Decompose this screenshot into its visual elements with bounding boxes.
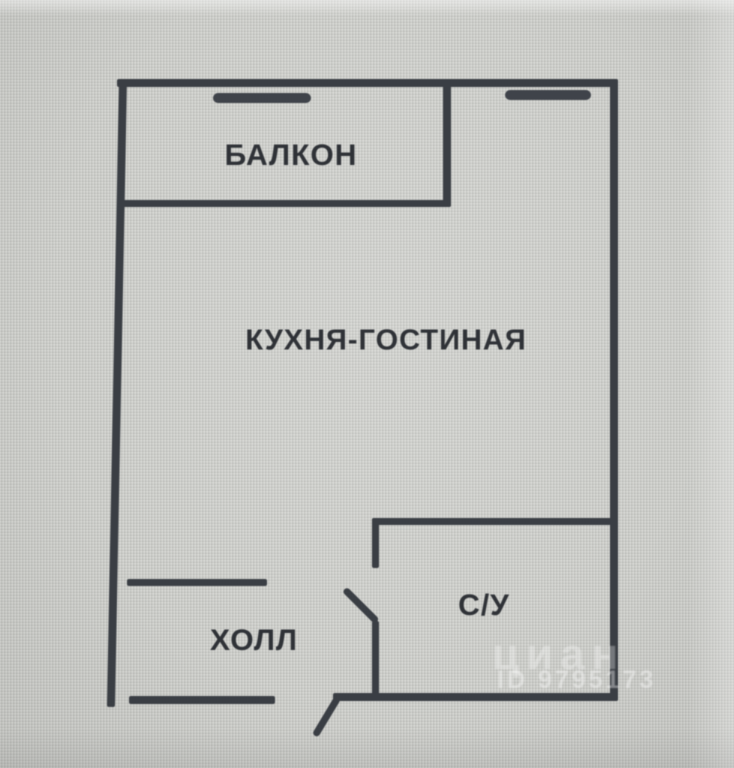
wall-bottom-right-segment <box>333 693 618 701</box>
window-balcony-icon <box>213 93 311 103</box>
wall-outer-left <box>106 79 127 708</box>
wall-outer-right <box>610 79 618 701</box>
wall-hall-top <box>127 579 267 586</box>
wall-outer-top <box>117 79 618 87</box>
wall-bottom-left-segment <box>129 696 275 704</box>
door-leaf-bathroom <box>342 586 380 625</box>
watermark-logo: циан <box>492 630 626 679</box>
room-label-bathroom: С/У <box>458 589 510 622</box>
watermark-listing-id: ID 9795173 <box>497 666 657 694</box>
wall-balcony-bottom <box>120 200 451 207</box>
wall-bathroom-left-upper <box>372 518 379 568</box>
wall-bathroom-left-lower <box>372 621 379 700</box>
room-label-kitchen-living: КУХНЯ-ГОСТИНАЯ <box>245 324 527 357</box>
wall-balcony-right <box>443 79 451 207</box>
wall-bathroom-top <box>372 518 618 525</box>
room-label-hall: ХОЛЛ <box>210 624 298 657</box>
window-living-room-icon <box>505 90 591 100</box>
room-label-balcony: БАЛКОН <box>224 139 358 172</box>
door-leaf-entrance <box>311 695 342 738</box>
